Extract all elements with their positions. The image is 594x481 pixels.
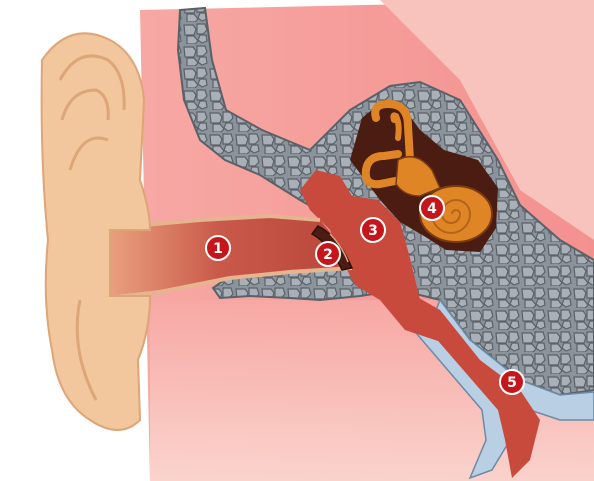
marker-3: 3	[361, 218, 385, 242]
marker-1: 1	[206, 236, 230, 260]
marker-1-label: 1	[213, 241, 223, 257]
marker-2: 2	[316, 242, 340, 266]
marker-4: 4	[420, 196, 444, 220]
marker-4-label: 4	[427, 201, 437, 217]
marker-3-label: 3	[368, 223, 378, 239]
marker-5-label: 5	[507, 375, 517, 391]
marker-2-label: 2	[323, 247, 333, 263]
marker-5: 5	[500, 370, 524, 394]
